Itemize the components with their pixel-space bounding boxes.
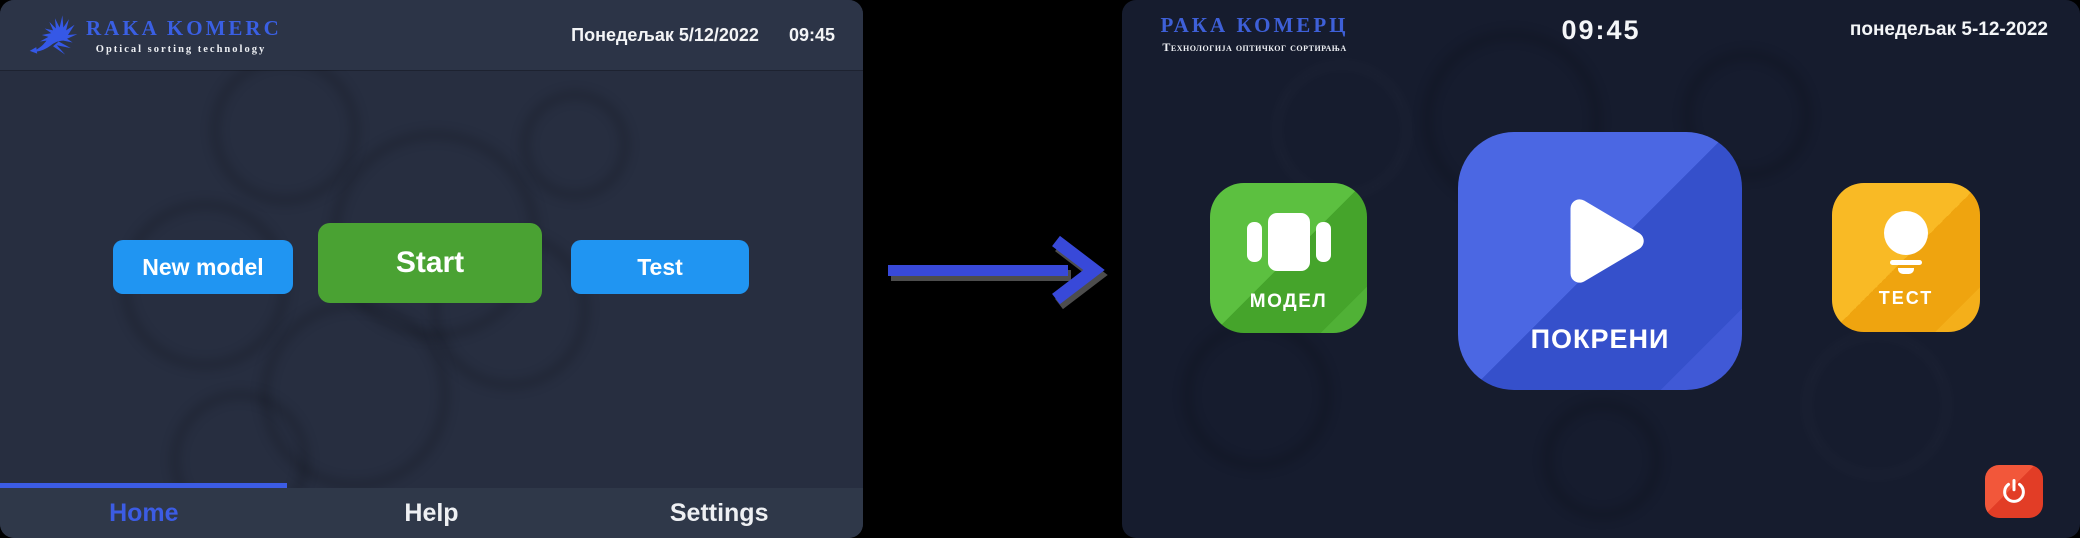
lightbulb-icon bbox=[1884, 211, 1928, 274]
test-button[interactable]: Test bbox=[571, 240, 749, 294]
start-tile-label: ПОКРЕНИ bbox=[1530, 324, 1670, 354]
tab-help[interactable]: Help bbox=[404, 498, 459, 527]
new-model-button[interactable]: New model bbox=[113, 240, 293, 294]
right-brand-title: РАКА КОМЕРЦ bbox=[1160, 13, 1349, 37]
left-brand-title: RAKA KOMERC bbox=[86, 15, 282, 40]
berry-decoration bbox=[1272, 60, 1412, 200]
eagle-logo-icon bbox=[29, 15, 78, 55]
model-tile-label: МОДЕЛ bbox=[1249, 291, 1328, 312]
left-app-header: RAKA KOMERC Optical sorting technology П… bbox=[0, 0, 863, 70]
active-tab-indicator bbox=[0, 483, 287, 488]
berry-decoration bbox=[1802, 330, 1952, 480]
test-tile-label: ТЕСТ bbox=[1878, 288, 1934, 308]
berry-decoration bbox=[520, 90, 630, 200]
left-brand-tagline: Optical sorting technology bbox=[95, 43, 267, 55]
left-brand-block: RAKA KOMERC Optical sorting technology bbox=[86, 15, 282, 55]
bottom-nav-bar: Home Help Settings bbox=[0, 483, 863, 538]
left-header-time: 09:45 bbox=[788, 24, 835, 45]
right-arrow-icon bbox=[888, 235, 1105, 305]
tab-settings[interactable]: Settings bbox=[669, 498, 769, 527]
test-tile-button[interactable]: ТЕСТ bbox=[1832, 183, 1980, 332]
right-brand-tagline: Технологија оптичког сортирања bbox=[1162, 40, 1347, 54]
model-tile-button[interactable]: МОДЕЛ bbox=[1210, 183, 1367, 333]
left-header-datetime: Понедељак 5/12/2022 09:45 bbox=[571, 25, 863, 46]
left-header-date: Понедељак 5/12/2022 bbox=[571, 24, 759, 45]
clock-date: понедељак 5-12-2022 bbox=[1849, 19, 2048, 40]
start-tile-button[interactable]: ПОКРЕНИ bbox=[1458, 132, 1742, 390]
clock-time: 09:45 bbox=[1561, 15, 1641, 45]
power-button[interactable] bbox=[1985, 465, 2043, 518]
berry-decoration bbox=[260, 300, 450, 490]
left-screen-panel: RAKA KOMERC Optical sorting technology П… bbox=[0, 0, 863, 538]
berry-decoration bbox=[210, 55, 360, 205]
play-icon bbox=[1570, 199, 1644, 283]
model-cards-icon bbox=[1246, 213, 1331, 271]
right-brand-block: РАКА КОМЕРЦ Технологија оптичког сортира… bbox=[1152, 13, 1357, 55]
tab-home[interactable]: Home bbox=[109, 498, 179, 527]
berry-decoration bbox=[1542, 400, 1662, 520]
berry-decoration bbox=[1182, 320, 1332, 470]
right-screen-panel: РАКА КОМЕРЦ Технологија оптичког сортира… bbox=[1122, 0, 2080, 538]
power-icon bbox=[2003, 478, 2025, 503]
start-button[interactable]: Start bbox=[318, 223, 542, 303]
